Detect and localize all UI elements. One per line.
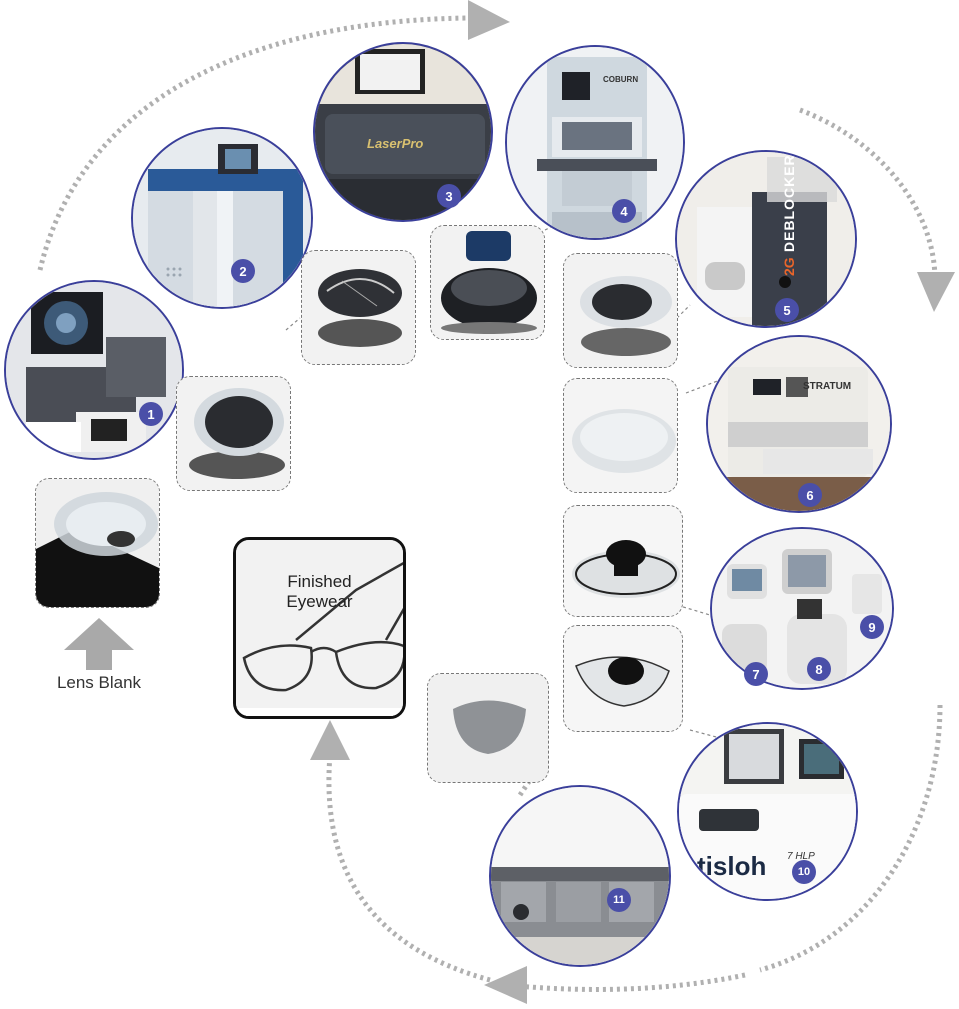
up-arrow-icon (64, 618, 134, 670)
lens-blank-label: Lens Blank (56, 673, 142, 692)
station-3-circle: LaserPro (313, 42, 493, 222)
lens-icon (428, 674, 548, 782)
lens-icon (564, 506, 682, 616)
flow-arrow-icon (310, 720, 350, 760)
lens-inset-2 (301, 250, 416, 365)
station-2-circle (131, 127, 313, 309)
lens-icon (302, 251, 415, 364)
flow-arrow-icon (484, 966, 527, 1004)
lens-icon (564, 379, 677, 492)
blue-cabinet-generator-illustration (133, 129, 311, 307)
finished-eyewear-panel: Finished Eyewear (233, 537, 406, 719)
station-11-circle (489, 785, 671, 967)
lens-inset-1 (176, 376, 291, 491)
station-number-badge: 11 (607, 888, 631, 912)
lens-icon (36, 479, 159, 607)
lens-inset-7 (563, 625, 683, 732)
generator-with-monitor-illustration (6, 282, 182, 458)
station-number-badge: 7 (744, 662, 768, 686)
lens-icon (177, 377, 290, 490)
laser-engraver-illustration (315, 44, 491, 220)
flow-arrow-icon (917, 272, 955, 312)
station-number-badge: 6 (798, 483, 822, 507)
lens-blank-inset (35, 478, 160, 608)
station-number-badge: 4 (612, 199, 636, 223)
polisher-illustration (507, 47, 683, 238)
tint-tanks-illustration (491, 787, 669, 965)
lens-inset-6 (563, 505, 683, 617)
station-number-badge: 1 (139, 402, 163, 426)
lens-icon (564, 254, 677, 367)
station-1-circle (4, 280, 184, 460)
flow-arrow-left-bottom (326, 754, 491, 983)
station-5-circle: DEBLOCKER 2G (675, 150, 857, 328)
station-number-badge: 5 (775, 298, 799, 322)
lens-inset-3 (430, 225, 545, 340)
lens-icon (431, 226, 544, 339)
station-4-circle: COBURN (505, 45, 685, 240)
tinted-lens-inset (427, 673, 549, 783)
lensmeter-blocker-tracer-illustration (712, 529, 892, 688)
flow-arrow-icon (468, 0, 510, 40)
station-number-badge: 9 (860, 615, 884, 639)
deblocker-illustration (677, 152, 855, 326)
coating-unit-illustration (679, 724, 856, 899)
station-10-circle: tisloh 7 HLP (677, 722, 858, 901)
station-number-badge: 10 (792, 860, 816, 884)
flow-arrow-right-bottom (759, 704, 943, 973)
satisloh-brand-text: tisloh (697, 851, 767, 881)
station-6-circle: STRATUM (706, 335, 892, 513)
lens-washer-illustration (708, 337, 890, 511)
flow-arrow-bottom (504, 972, 746, 992)
station-7-8-9-circle (710, 527, 894, 690)
flow-arrow-top (37, 15, 471, 271)
eyeglasses-icon (236, 540, 403, 716)
flow-arrow-right-top (799, 107, 938, 281)
lens-inset-5 (563, 378, 678, 493)
lens-inset-4 (563, 253, 678, 368)
coburn-brand-text: COBURN (603, 75, 639, 84)
finished-eyewear-label: Finished Eyewear (286, 572, 353, 611)
station-number-badge: 8 (807, 657, 831, 681)
station-number-badge: 2 (231, 259, 255, 283)
deblocker-brand-label: 2G (781, 257, 797, 276)
hlp-model-text: 7 HLP (787, 851, 815, 862)
stratum-brand-text: STRATUM (803, 381, 852, 392)
lens-icon (564, 626, 682, 731)
arrowheads (310, 0, 955, 1004)
station-number-badge: 3 (437, 184, 461, 208)
deblocker-label: DEBLOCKER (781, 154, 797, 252)
laser-brand-text: LaserPro (367, 136, 424, 151)
